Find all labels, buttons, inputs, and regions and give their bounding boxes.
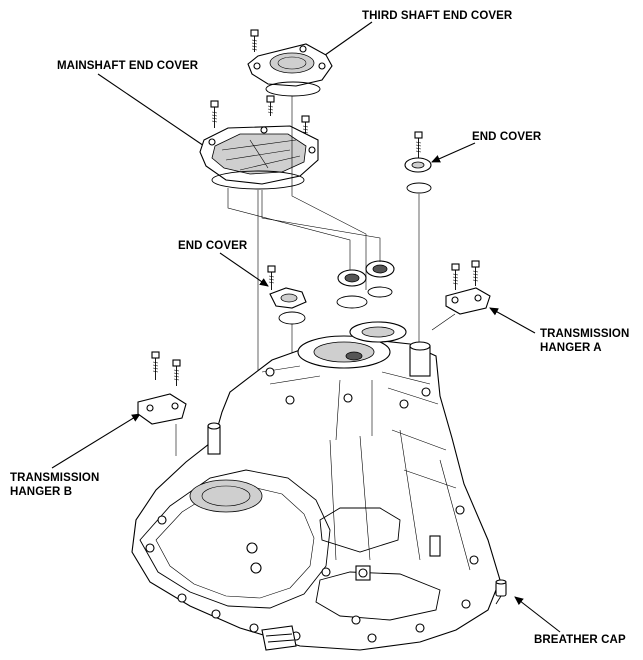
end-cover-right [404,131,432,194]
transmission-case [131,321,501,651]
bolt-icon [414,131,423,158]
leader-hanger-a [489,307,536,334]
mainshaft-end-cover [199,100,319,190]
bolt-icon [301,115,310,137]
leader-end-cover-left [219,252,269,287]
bolt-icon [266,95,275,116]
leader-mainshaft [97,73,211,151]
bolt-icon [250,29,259,52]
leader-breather-cap [514,596,561,633]
bolt-icon [151,351,160,380]
leader-end-cover-right [431,142,476,163]
label-transmission-hanger-b-line1: TRANSMISSION [10,472,99,484]
leader-hanger-b [51,413,141,469]
third-shaft-end-cover [247,29,333,116]
label-end-cover-right: END COVER [472,131,542,143]
label-third-shaft-end-cover: THIRD SHAFT END COVER [362,10,513,22]
bolt-icon [471,260,480,286]
label-breather-cap: BREATHER CAP [534,634,626,646]
transmission-hanger-b [137,351,187,425]
label-transmission-hanger-a-line1: TRANSMISSION [540,328,629,340]
label-transmission-hanger-a-line2: HANGER A [540,342,602,354]
seal-stack [336,260,395,309]
leader-lines [51,21,561,633]
bolt-icon [172,359,181,386]
end-cover-left [267,265,307,325]
leader-third-shaft [317,21,373,61]
label-transmission-hanger-b-line2: HANGER B [10,486,72,498]
breather-cap [495,579,507,605]
transmission-hanger-a [445,260,491,315]
label-mainshaft-end-cover: MAINSHAFT END COVER [57,60,199,72]
bolt-icon [451,263,460,290]
label-end-cover-left: END COVER [178,240,248,252]
flange-bolts [145,367,479,643]
bolt-icon [267,265,276,290]
bolt-icon [210,100,219,128]
